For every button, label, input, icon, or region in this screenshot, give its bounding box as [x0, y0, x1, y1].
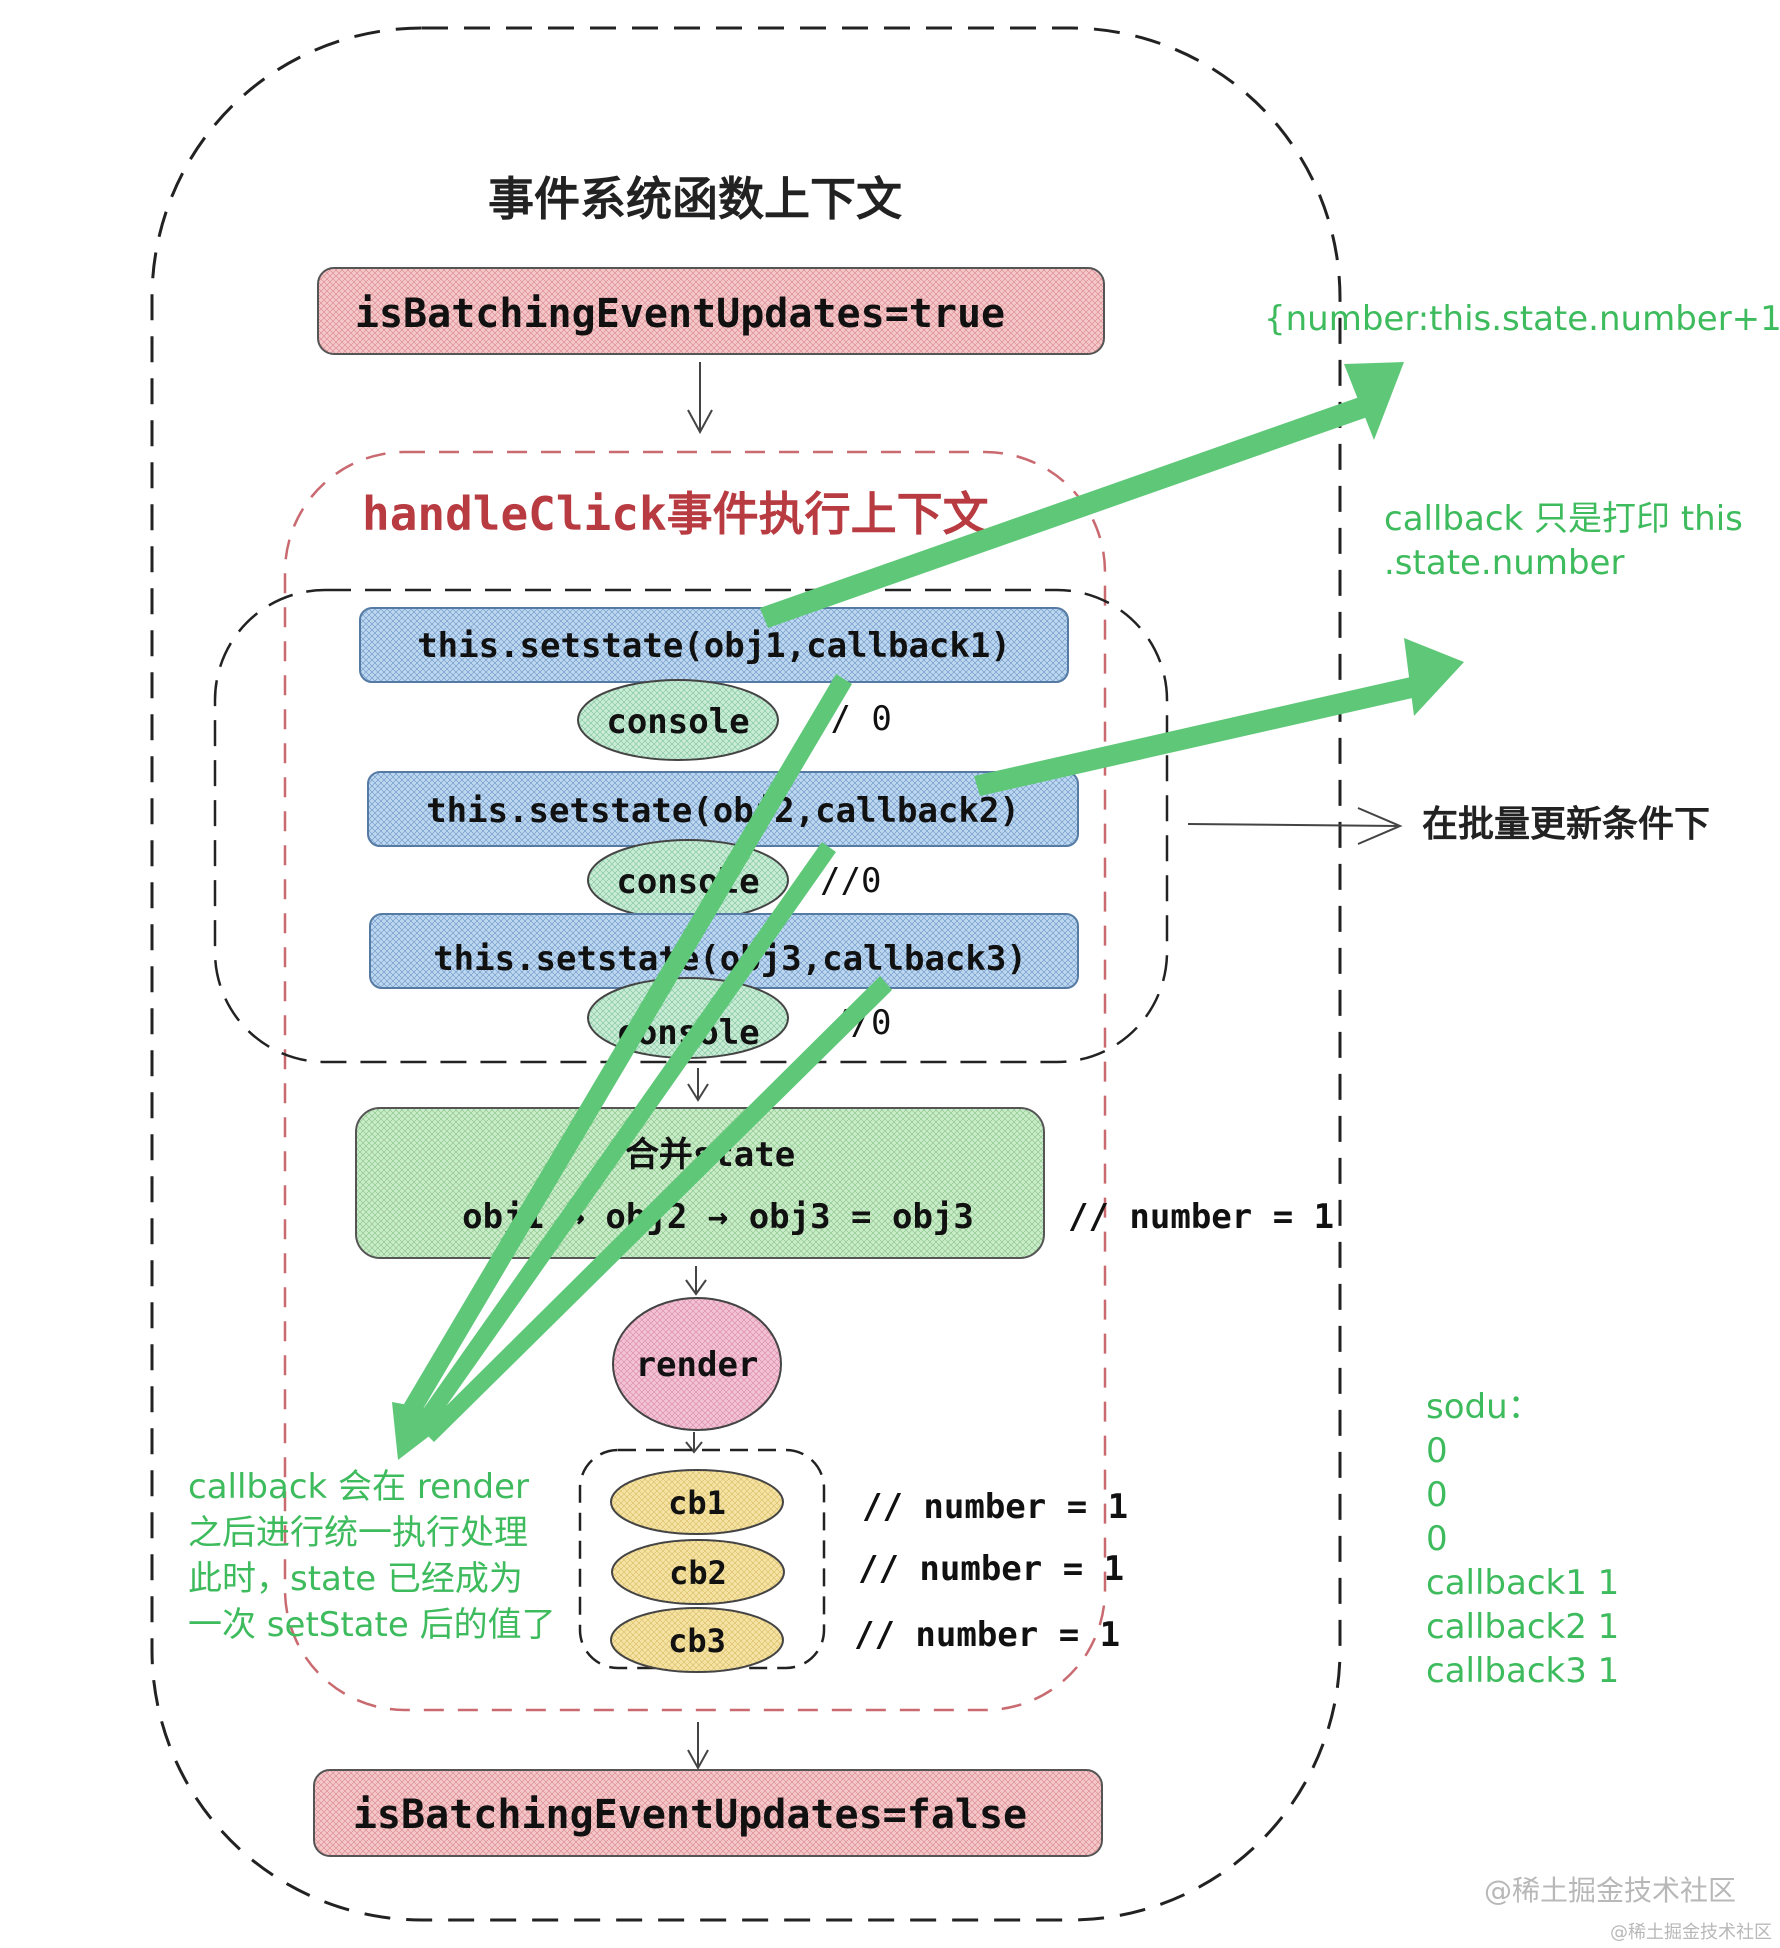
- callback-comment-1: // number = 1: [862, 1487, 1128, 1527]
- flow-arrow-1: [687, 362, 713, 435]
- merge-state-comment: // number = 1: [1068, 1197, 1334, 1237]
- flow-arrow-3: [685, 1266, 707, 1296]
- callback-node-3-label: cb3: [668, 1622, 726, 1660]
- annotation-arrow-callback-head: [1404, 638, 1464, 716]
- annotation-arrows: [392, 362, 1464, 1460]
- batching-end-label: isBatchingEventUpdates=false: [353, 1792, 1027, 1838]
- render-note-line-3: 此时，state 已经成为: [188, 1559, 523, 1599]
- callback-node-1-label: cb1: [668, 1484, 726, 1522]
- batching-start-box: [317, 267, 1105, 355]
- event-system-context-frame: [150, 26, 1342, 1922]
- render-node: [612, 1297, 782, 1431]
- console-node-1: [577, 679, 779, 761]
- callback-node-2: [611, 1539, 785, 1605]
- render-node-label: render: [636, 1345, 759, 1385]
- callback-node-3: [610, 1607, 784, 1673]
- console-output-line-1: sodu：: [1426, 1387, 1542, 1427]
- annotation-arrow-cb1: [404, 674, 852, 1414]
- console-output-line-7: callback3 1: [1426, 1651, 1619, 1691]
- console-output-line-5: callback1 1: [1426, 1563, 1619, 1603]
- console-output-line-2: 0: [1426, 1431, 1448, 1471]
- callback-comment-2: // number = 1: [858, 1549, 1124, 1589]
- annotation-arrow-cb3: [422, 976, 892, 1442]
- render-note-line-2: 之后进行统一执行处理: [188, 1513, 528, 1553]
- console-output-line-4: 0: [1426, 1519, 1448, 1559]
- outer-title: 事件系统函数上下文: [488, 172, 902, 226]
- flow-arrow-5: [687, 1722, 709, 1771]
- annotation-arrow-callback: [974, 674, 1430, 796]
- callback-node-1: [610, 1469, 784, 1535]
- console-comment-2: //0: [820, 861, 881, 901]
- flow-arrow-4: [685, 1432, 703, 1454]
- console-output-line-3: 0: [1426, 1475, 1448, 1515]
- annotation-arrow-obj-head: [1344, 362, 1404, 440]
- annotation-arrow-obj: [760, 394, 1376, 628]
- batching-start-label: isBatchingEventUpdates=true: [355, 291, 1005, 337]
- merge-state-formula: obj1 → obj2 → obj3 = obj3: [462, 1197, 974, 1237]
- setstate-call-3-label: this.setstate(obj3,callback3): [433, 939, 1027, 979]
- annotation-arrow-render-head: [392, 1402, 458, 1460]
- console-output: sodu： 0 0 0 callback1 1 callback2 1 call…: [1426, 1387, 1619, 1691]
- handleclick-context-frame: [283, 450, 1107, 1712]
- watermark-small: @稀土掘金技术社区: [1610, 1922, 1772, 1943]
- render-note-line-4: 一次 setState 后的值了: [188, 1605, 556, 1645]
- callback-note-line-1: callback 只是打印 this: [1384, 499, 1743, 539]
- console-node-1-label: console: [606, 702, 749, 742]
- callback-node-2-label: cb2: [669, 1554, 727, 1592]
- annotation-arrow-cb2: [414, 842, 836, 1432]
- callback-comment-3: // number = 1: [854, 1615, 1120, 1655]
- handleclick-title: handleClick事件执行上下文: [362, 487, 989, 541]
- console-output-line-6: callback2 1: [1426, 1607, 1619, 1647]
- setstate-batch-group: [213, 588, 1169, 1064]
- setstate-call-1-label: this.setstate(obj1,callback1): [417, 626, 1011, 666]
- flow-arrow-2: [687, 1068, 709, 1102]
- batching-end-box: [313, 1769, 1103, 1857]
- obj-shape-note: {number:this.state.number+1}: [1264, 299, 1780, 339]
- batch-condition-label: 在批量更新条件下: [1422, 804, 1710, 845]
- batch-condition-arrow: [1187, 807, 1403, 845]
- callback-note-line-2: .state.number: [1384, 543, 1624, 583]
- setstate-call-2-label: this.setstate(obj2,callback2): [426, 791, 1020, 831]
- render-note-line-1: callback 会在 render: [188, 1467, 529, 1507]
- watermark: @稀土掘金技术社区: [1484, 1874, 1736, 1907]
